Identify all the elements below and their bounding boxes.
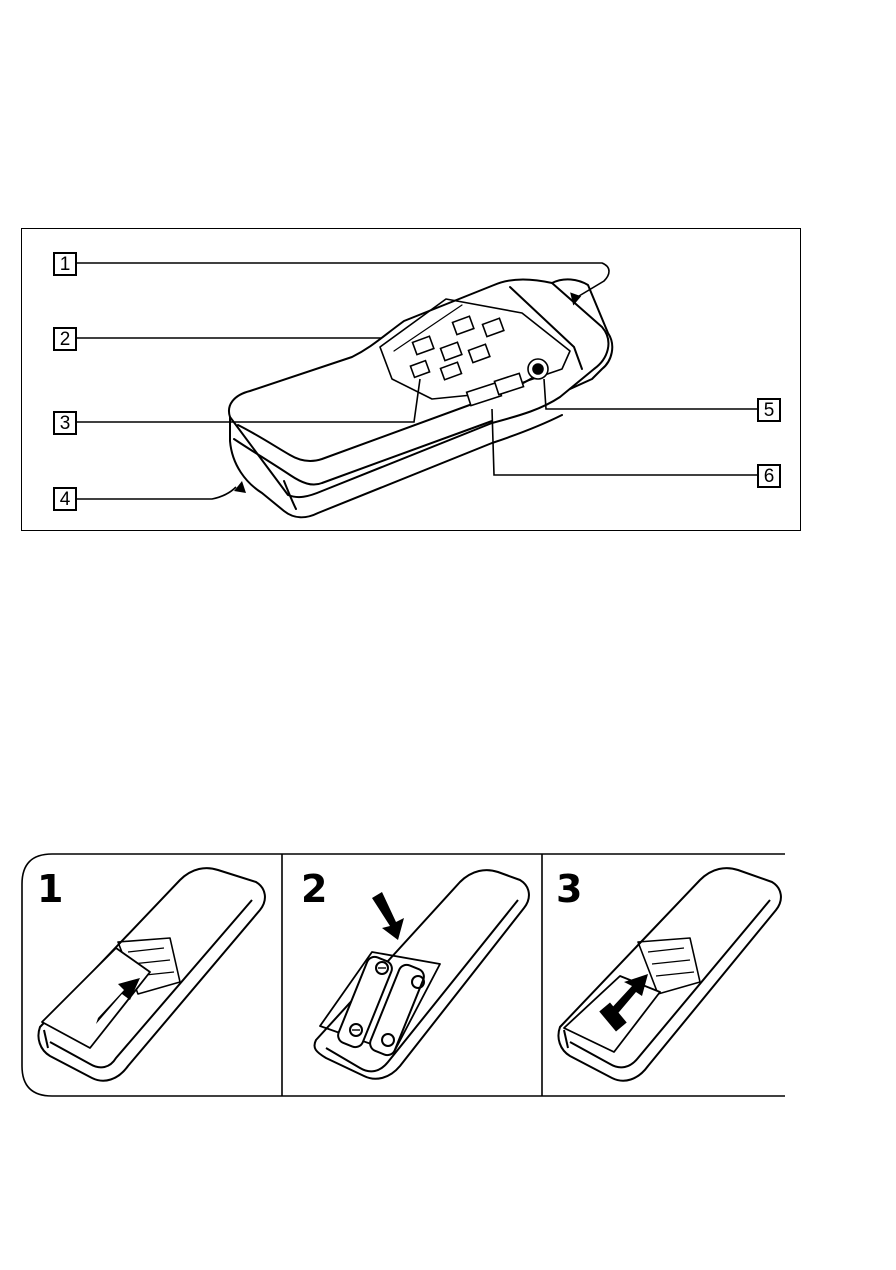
remote-bottom-edge [230, 415, 562, 517]
remote-button [440, 342, 461, 360]
remote-buttons [410, 316, 548, 405]
leader-line-6 [492, 409, 758, 475]
leader-line-1 [77, 263, 609, 299]
remote-button [410, 361, 429, 378]
battery-steps-drawing [20, 852, 785, 1098]
remote-button [440, 362, 461, 379]
callout-4: 4 [53, 487, 77, 511]
remote-button [482, 318, 503, 336]
callout-5: 5 [757, 398, 781, 422]
step-2-arrow [372, 892, 404, 940]
callout-3: 3 [53, 411, 77, 435]
remote-button [452, 316, 473, 334]
callout-1: 1 [53, 252, 77, 276]
remote-parts-diagram: 1 2 3 4 5 6 [21, 228, 801, 531]
leader-line-3 [77, 379, 420, 422]
step-number-2: 2 [301, 870, 327, 908]
remote-button [494, 373, 523, 394]
remote-button [412, 336, 433, 354]
callout-6: 6 [757, 464, 781, 488]
remote-control-drawing [22, 229, 802, 532]
step-number-3: 3 [556, 870, 582, 908]
battery-installation-diagram: 1 2 3 [20, 852, 785, 1098]
step-1-illustration [38, 868, 264, 1081]
remote-button [468, 344, 489, 362]
step-2-illustration [314, 870, 528, 1079]
leader-line-4 [77, 487, 236, 499]
callout-2: 2 [53, 327, 77, 351]
step-3-illustration [558, 868, 780, 1081]
step-number-1: 1 [37, 870, 63, 908]
